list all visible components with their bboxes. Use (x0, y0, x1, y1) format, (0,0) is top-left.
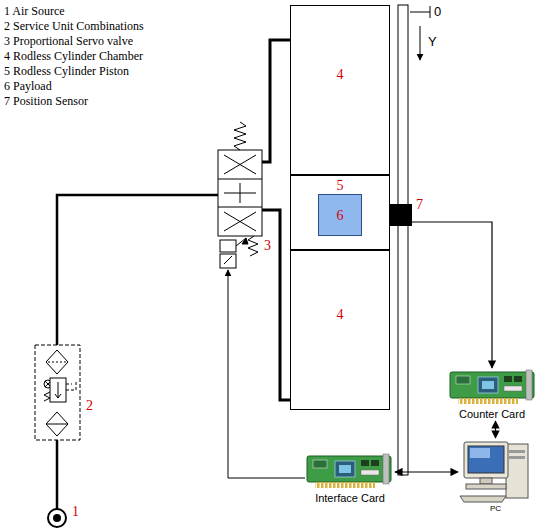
callout-number: 2 (86, 398, 93, 413)
callout-number: 5 (291, 178, 389, 193)
payload-box: 6 (318, 194, 362, 236)
card-label: Counter Card (448, 408, 536, 421)
cylinder-chamber: 4 (290, 250, 390, 410)
legend-text: 7 Position Sensor (4, 94, 88, 109)
signal-connector (412, 222, 492, 368)
sensor-rail (398, 5, 408, 475)
cylinder-piston: 56 (290, 175, 390, 250)
card-image (305, 452, 393, 492)
callout-number: 1 (72, 504, 79, 519)
callout-number: 3 (264, 238, 271, 253)
supply-line (57, 195, 218, 345)
pneumatic-line-lower (262, 210, 290, 400)
legend-text: 3 Proportional Servo valve (4, 34, 133, 49)
service-unit-symbol (35, 345, 80, 440)
callout-number: 4 (291, 307, 389, 322)
cylinder-chamber: 4 (290, 5, 390, 175)
pc-label: PC (458, 504, 533, 514)
pc: PC (458, 438, 533, 514)
legend-text: 6 Payload (4, 79, 52, 94)
legend-text: 4 Rodless Cylinder Chamber (4, 49, 143, 64)
legend-text: 1 Air Source (4, 4, 65, 19)
air-source-symbol (48, 509, 66, 527)
pc-image (458, 438, 533, 504)
card-label: Interface Card (305, 492, 395, 505)
card-image (448, 368, 536, 408)
servo-valve-symbol (218, 122, 262, 268)
supply-line-source (56, 440, 59, 509)
position-sensor: 7 (390, 204, 412, 226)
callout-number: 6 (319, 208, 361, 223)
callout-number: 7 (416, 197, 423, 212)
y-axis-arrow (420, 26, 421, 60)
interface-card: Interface Card (305, 452, 395, 505)
axis-zero: 0 (434, 4, 441, 19)
signal-connector (495, 421, 496, 438)
pneumatic-line-upper (262, 40, 290, 162)
axis-name: Y (428, 34, 437, 49)
legend-text: 2 Service Unit Combinations (4, 19, 144, 34)
signal-connector (395, 471, 458, 472)
zero-tick (410, 6, 430, 18)
counter-card: Counter Card (448, 368, 536, 421)
legend-text: 5 Rodless Cylinder Piston (4, 64, 129, 79)
callout-number: 4 (291, 67, 389, 82)
